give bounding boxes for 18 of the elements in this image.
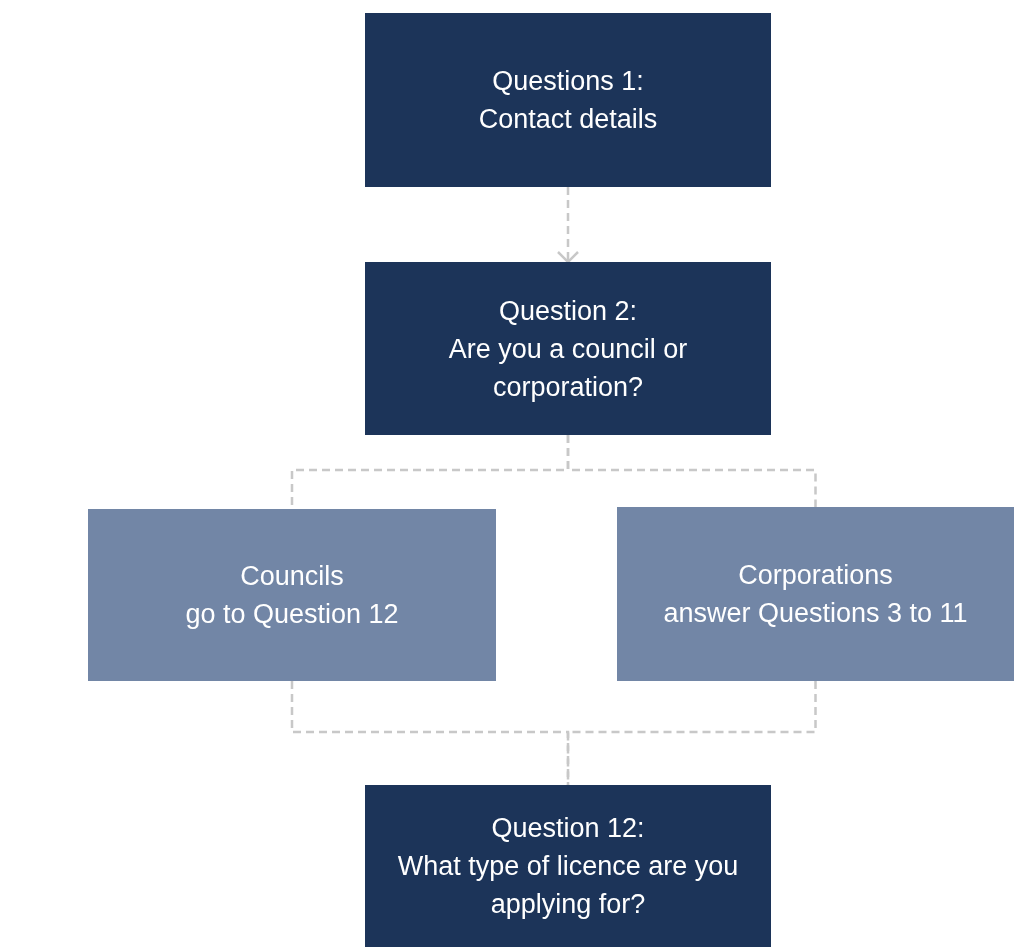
- box-text: answer Questions 3 to 11: [663, 597, 968, 630]
- process-box: [365, 785, 771, 947]
- box-text: Are you a council or corporation?: [447, 332, 689, 404]
- box-text: Contact details: [478, 103, 658, 136]
- box-text: What type of licence are you applying for?: [396, 850, 740, 921]
- box-heading: Questions 1:: [492, 65, 644, 98]
- connector-line: [290, 681, 570, 785]
- process-box: [88, 509, 496, 681]
- box-heading: Councils: [240, 560, 344, 593]
- box-text: go to Question 12: [185, 598, 399, 631]
- connector-line: [556, 187, 580, 264]
- box-heading: Question 12:: [491, 812, 645, 845]
- connector-line: [566, 435, 817, 507]
- process-box: [617, 507, 1014, 681]
- process-box: [365, 13, 771, 187]
- box-heading: Question 2:: [498, 294, 638, 328]
- box-heading: Corporations: [738, 559, 893, 592]
- process-box: [365, 262, 771, 435]
